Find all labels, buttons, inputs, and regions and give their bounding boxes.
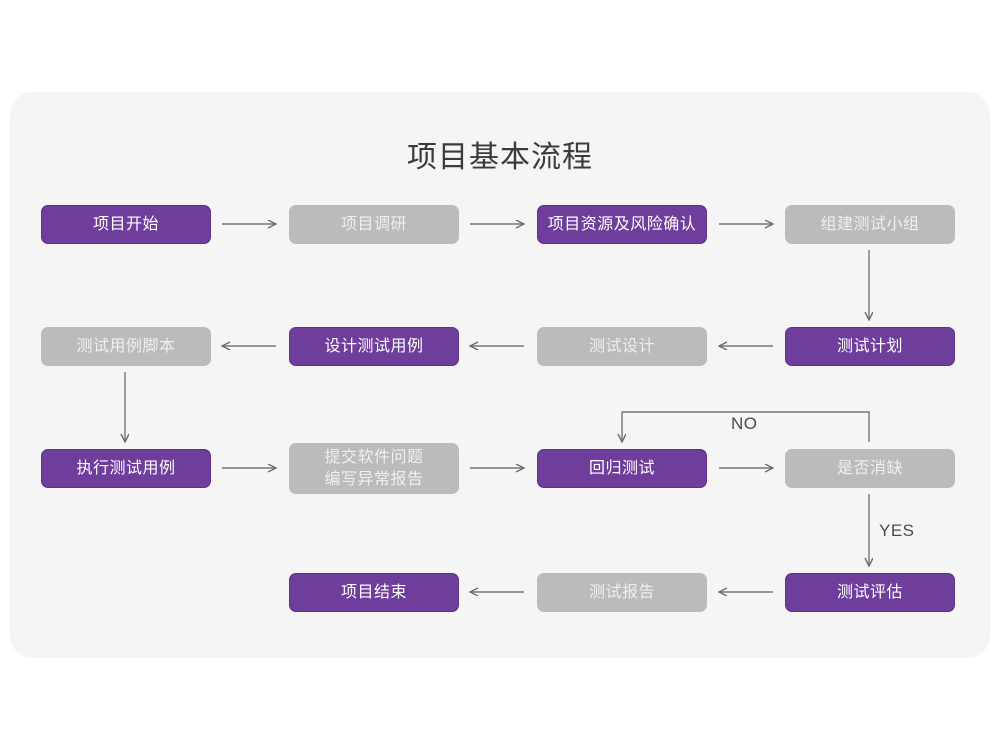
node-build-test-team[interactable]: 组建测试小组 (785, 205, 955, 244)
node-test-design[interactable]: 测试设计 (537, 327, 707, 366)
node-test-case-script[interactable]: 测试用例脚本 (41, 327, 211, 366)
page-title: 项目基本流程 (407, 141, 593, 174)
node-test-plan[interactable]: 测试计划 (785, 327, 955, 366)
edge-label-yes: YES (879, 521, 915, 540)
node-project-research[interactable]: 项目调研 (289, 205, 459, 244)
node-project-end[interactable]: 项目结束 (289, 573, 459, 612)
diagram-panel (10, 92, 990, 658)
node-submit-defect-report[interactable]: 提交软件问题 编写异常报告 (289, 443, 459, 494)
node-design-test-cases[interactable]: 设计测试用例 (289, 327, 459, 366)
node-project-start[interactable]: 项目开始 (41, 205, 211, 244)
node-regression-test[interactable]: 回归测试 (537, 449, 707, 488)
node-resource-risk-confirm[interactable]: 项目资源及风险确认 (537, 205, 707, 244)
edge-label-no: NO (731, 414, 758, 433)
node-execute-test-cases[interactable]: 执行测试用例 (41, 449, 211, 488)
node-defect-resolved-decision[interactable]: 是否消缺 (785, 449, 955, 488)
node-test-report[interactable]: 测试报告 (537, 573, 707, 612)
node-test-evaluation[interactable]: 测试评估 (785, 573, 955, 612)
